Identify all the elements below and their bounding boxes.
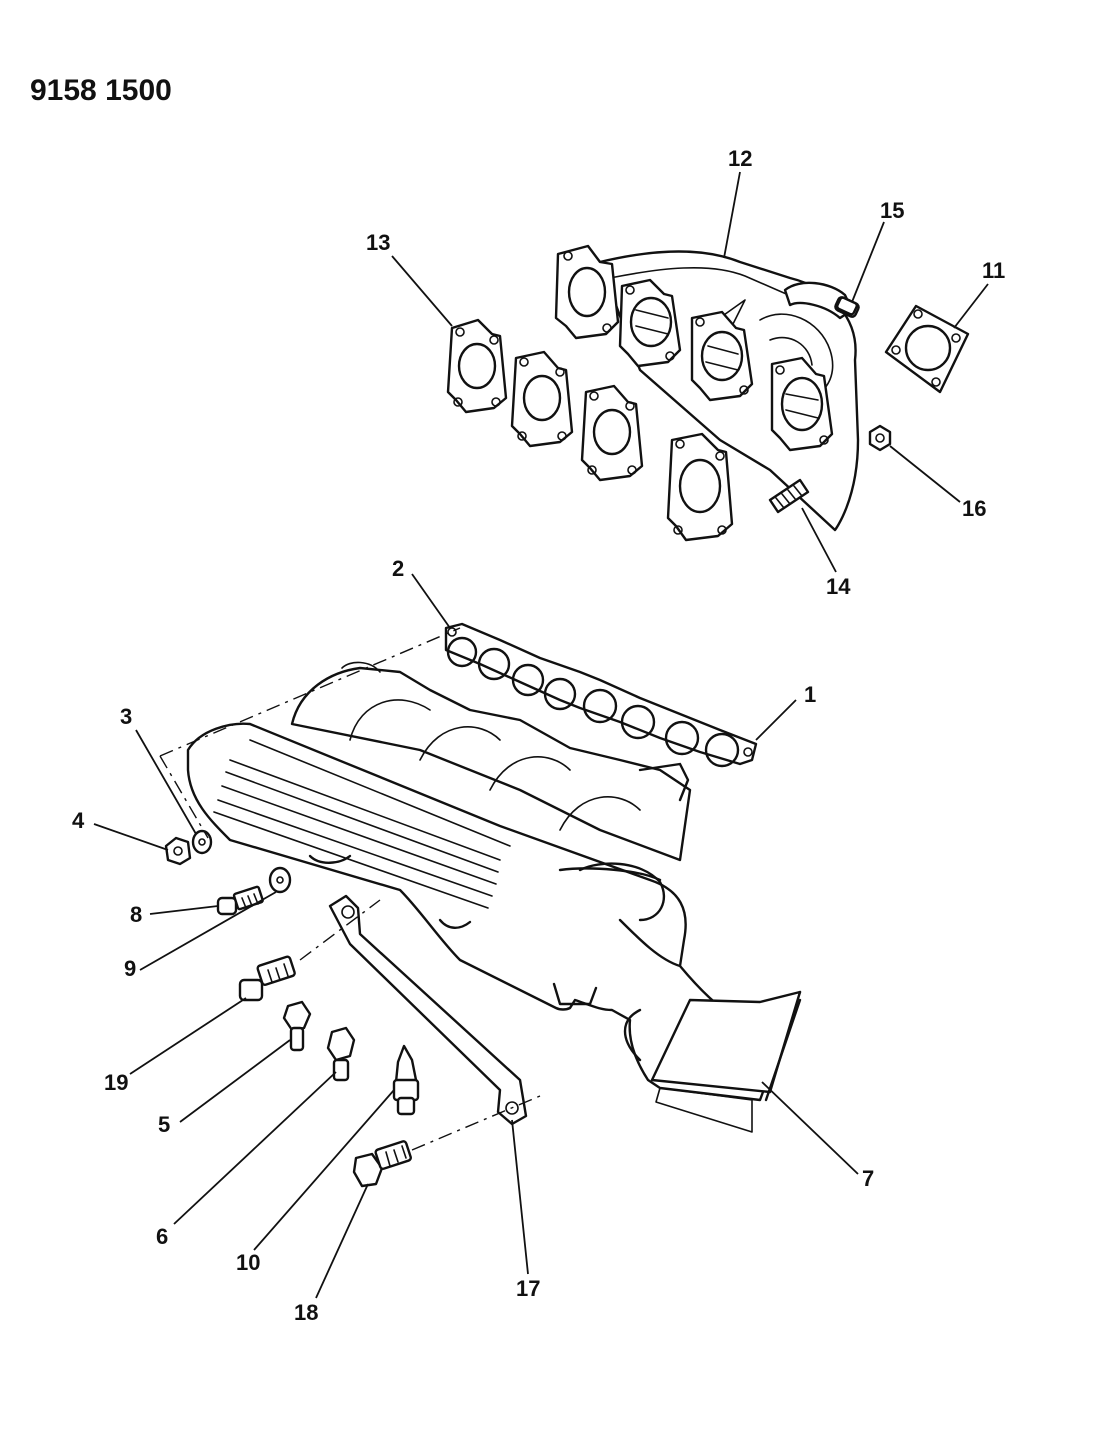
callout-19: 19 — [104, 1070, 128, 1095]
callout-7: 7 — [862, 1166, 874, 1191]
callout-11: 11 — [982, 258, 1005, 283]
stud-14 — [768, 478, 810, 514]
callout-4: 4 — [72, 808, 85, 833]
exhaust-port-gaskets — [446, 318, 734, 542]
callout-6: 6 — [156, 1224, 168, 1249]
exhaust-manifold — [554, 244, 860, 532]
callout-10: 10 — [236, 1250, 260, 1275]
callout-12: 12 — [728, 146, 752, 171]
callout-14: 14 — [826, 574, 851, 599]
leader-lines — [93, 171, 989, 1299]
callout-5: 5 — [158, 1112, 170, 1137]
washer-3 — [191, 829, 213, 855]
nut-4 — [164, 836, 192, 866]
callout-9: 9 — [124, 956, 136, 981]
callout-3: 3 — [120, 704, 132, 729]
callout-15: 15 — [880, 198, 904, 223]
intake-manifold — [186, 661, 802, 1133]
support-bracket — [328, 894, 528, 1126]
intake-manifold-gasket — [444, 622, 758, 768]
bolt-8 — [216, 885, 264, 916]
callout-2: 2 — [392, 556, 404, 581]
exhaust-outlet-gasket — [884, 304, 970, 394]
callout-16: 16 — [962, 496, 986, 521]
fitting-10 — [392, 1044, 420, 1116]
callout-labels: 12 15 11 13 16 14 2 1 3 4 8 9 19 5 6 10 … — [72, 146, 1005, 1325]
callout-17: 17 — [516, 1276, 540, 1301]
document-number: 9158 1500 — [30, 74, 172, 107]
bolt-18 — [352, 1140, 412, 1188]
washer-9 — [268, 866, 292, 894]
callout-18: 18 — [294, 1300, 318, 1325]
bolt-19 — [238, 955, 296, 1002]
fitting-5 — [282, 1000, 312, 1052]
callout-1: 1 — [804, 682, 816, 707]
callout-8: 8 — [130, 902, 142, 927]
fitting-6 — [326, 1026, 356, 1082]
callout-13: 13 — [366, 230, 390, 255]
alignment-lines — [159, 627, 541, 1151]
nut-16 — [868, 424, 892, 452]
